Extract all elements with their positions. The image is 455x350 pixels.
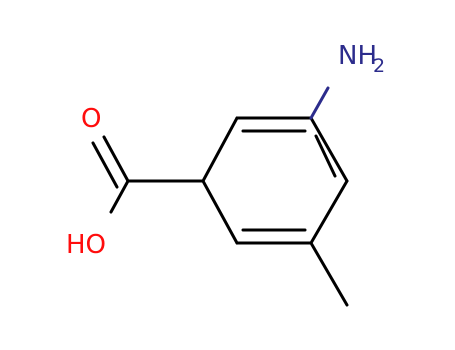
- ring-bond-1: [201, 116, 239, 183]
- methyl-bond: [309, 241, 349, 307]
- ring-bond-6: [201, 179, 239, 245]
- carbonyl-oxygen-label: O: [81, 104, 101, 134]
- ring-bond-4: [309, 179, 349, 245]
- hydroxyl-bond: [109, 179, 130, 214]
- carbonyl-bond-a: [102, 135, 130, 183]
- carbonyl-bond-b: [91, 141, 119, 189]
- ring-double-bond-right: [314, 134, 337, 178]
- amine-bond: [309, 86, 330, 120]
- ring-bond-3: [309, 116, 349, 183]
- hydroxyl-label: HO: [66, 230, 106, 260]
- amine-subscript: 2: [373, 55, 385, 77]
- amine-label: NH: [338, 41, 377, 71]
